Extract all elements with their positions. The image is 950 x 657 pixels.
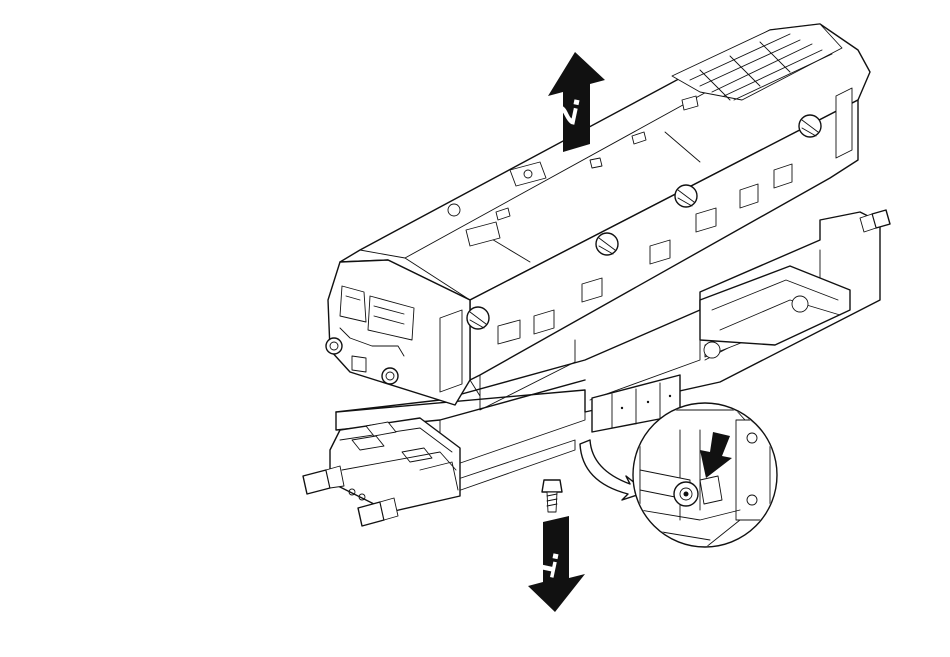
front-bogie — [303, 418, 460, 526]
detail-magnifier — [633, 400, 777, 560]
screw — [542, 480, 562, 512]
body-shell — [326, 24, 870, 410]
arrow-step-1: 1. — [524, 516, 585, 612]
